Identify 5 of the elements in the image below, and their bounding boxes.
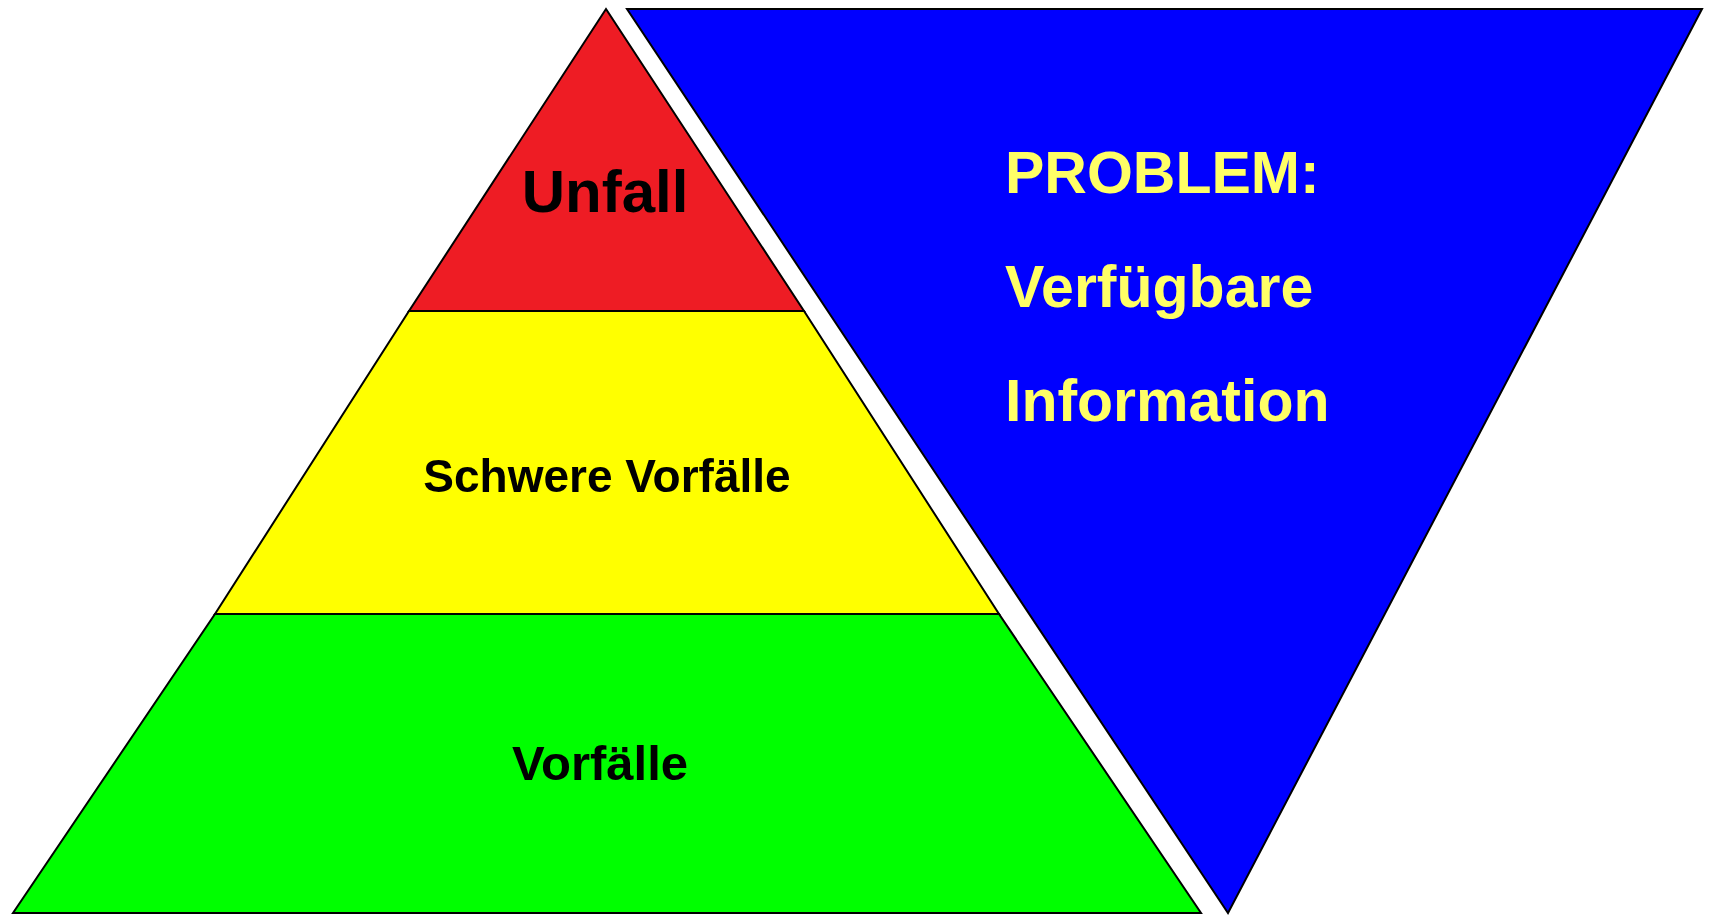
tier-label: Schwere Vorfälle xyxy=(423,449,791,503)
problem-heading: PROBLEM: xyxy=(1005,139,1320,208)
tier-label: Vorfälle xyxy=(511,734,689,792)
tier-label: Unfall xyxy=(521,156,689,226)
problem-text: Verfügbare Information xyxy=(1005,253,1331,436)
